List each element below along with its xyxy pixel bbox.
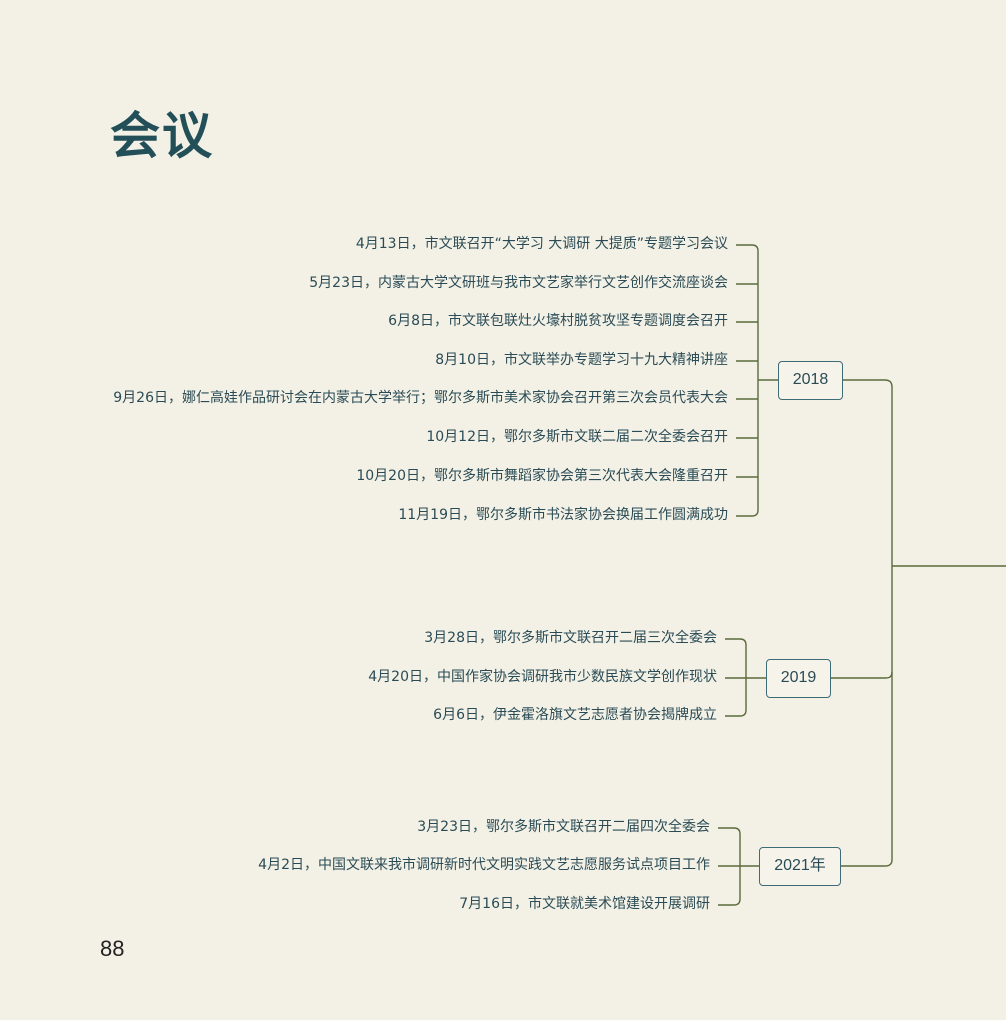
event-item: 10月20日，鄂尔多斯市舞蹈家协会第三次代表大会隆重召开: [356, 468, 728, 484]
event-item: 3月23日，鄂尔多斯市文联召开二届四次全委会: [417, 819, 710, 835]
year-label: 2021年: [774, 857, 826, 874]
event-item: 4月2日，中国文联来我市调研新时代文明实践文艺志愿服务试点项目工作: [258, 857, 710, 873]
year-label: 2019: [780, 669, 817, 686]
event-item: 4月13日，市文联召开“大学习 大调研 大提质”专题学习会议: [355, 236, 728, 252]
connector-2018-bracket: [736, 244, 759, 517]
year-box-2018: 2018: [778, 361, 843, 400]
connector-2019-to-trunk: [831, 671, 893, 679]
connector-trunk: [841, 379, 893, 867]
year-box-2019: 2019: [766, 659, 831, 698]
event-item: 4月20日，中国作家协会调研我市少数民族文学创作现状: [368, 669, 717, 685]
event-item: 3月28日，鄂尔多斯市文联召开二届三次全委会: [424, 630, 717, 646]
connector-2018-stubs: [736, 283, 758, 478]
event-item: 9月26日，娜仁高娃作品研讨会在内蒙古大学举行；鄂尔多斯市美术家协会召开第三次会…: [113, 390, 728, 406]
event-item: 6月6日，伊金霍洛旗文艺志愿者协会揭牌成立: [433, 707, 717, 723]
event-item: 8月10日，市文联举办专题学习十九大精神讲座: [435, 352, 728, 368]
event-item: 5月23日，内蒙古大学文研班与我市文艺家举行文艺创作交流座谈会: [309, 275, 728, 291]
event-item: 6月8日，市文联包联灶火壕村脱贫攻坚专题调度会召开: [388, 313, 728, 329]
year-box-2021: 2021年: [759, 847, 841, 886]
event-item: 10月12日，鄂尔多斯市文联二届二次全委会召开: [426, 429, 728, 445]
page-number: 88: [100, 936, 125, 961]
event-item: 11月19日，鄂尔多斯市书法家协会换届工作圆满成功: [398, 507, 728, 523]
page-title: 会议: [110, 107, 214, 165]
year-label: 2018: [792, 371, 829, 388]
event-item: 7月16日，市文联就美术馆建设开展调研: [459, 896, 710, 912]
